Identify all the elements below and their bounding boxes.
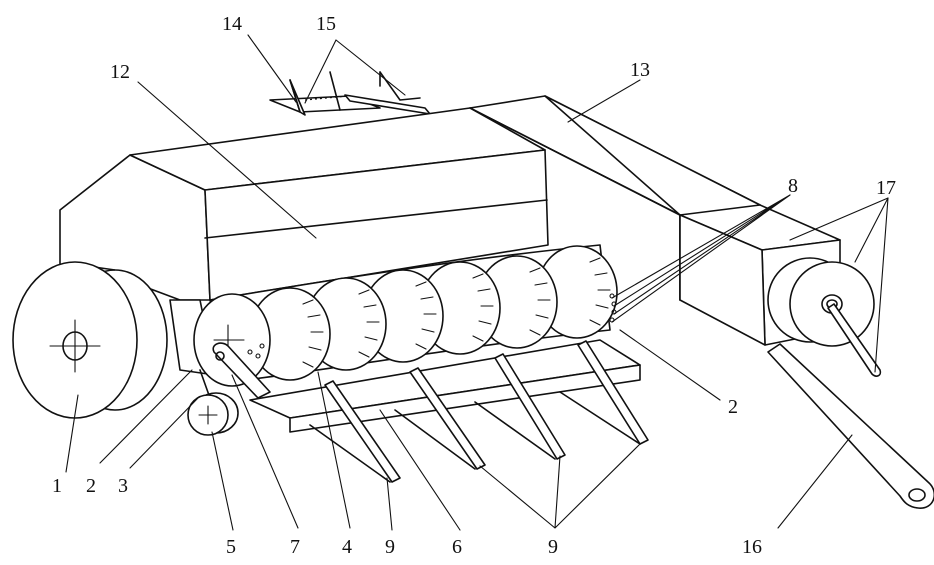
drawbar-hitch — [767, 343, 934, 509]
pickup-drum — [193, 244, 618, 387]
pickup-frame — [249, 339, 641, 433]
flywheel — [767, 257, 882, 377]
callout-13: 13 — [630, 59, 650, 81]
callout-16: 16 — [742, 536, 762, 558]
main-housing — [59, 107, 549, 301]
callout-8: 8 — [788, 175, 798, 197]
callout-12: 12 — [110, 61, 130, 83]
ground-wheel — [12, 261, 168, 419]
callout-3: 3 — [118, 475, 128, 497]
knotter-rails — [269, 71, 431, 116]
callout-17: 17 — [876, 177, 896, 199]
crank-arm — [212, 342, 271, 399]
callout-2-right: 2 — [728, 396, 738, 418]
callout-2-left: 2 — [86, 475, 96, 497]
callout-1: 1 — [52, 475, 62, 497]
gauge-wheel — [187, 369, 239, 436]
callout-14: 14 — [222, 13, 242, 35]
callout-6: 6 — [452, 536, 462, 558]
callout-leaders — [65, 34, 889, 531]
callout-7: 7 — [290, 536, 300, 558]
callout-5: 5 — [226, 536, 236, 558]
callout-9-right: 9 — [548, 536, 558, 558]
callout-9-left: 9 — [385, 536, 395, 558]
pickup-tines — [309, 340, 649, 483]
callout-labels: 1 2 3 5 7 4 9 6 9 2 8 16 17 12 13 14 15 — [52, 13, 896, 558]
callout-4: 4 — [342, 536, 352, 558]
callout-15: 15 — [316, 13, 336, 35]
